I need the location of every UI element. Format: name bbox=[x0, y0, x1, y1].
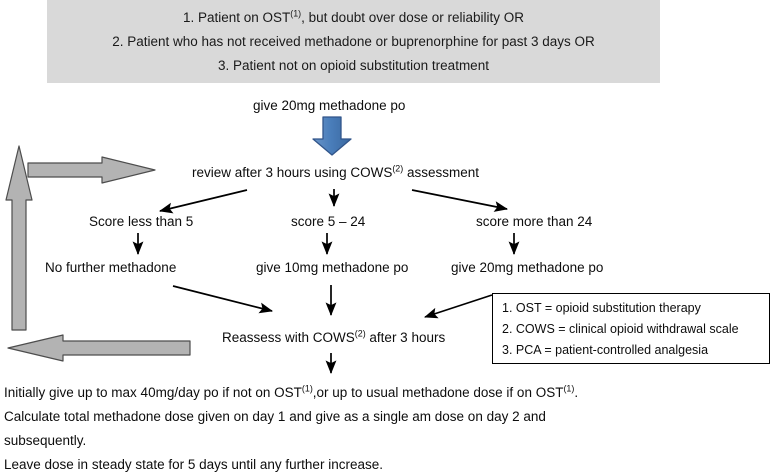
action-to-reassess-connectors bbox=[172, 285, 493, 319]
node-reassess-text: Reassess with COWS bbox=[222, 330, 355, 345]
score-to-action-connectors bbox=[132, 233, 520, 256]
legend-item-ost: 1. OST = opioid substitution therapy bbox=[502, 301, 701, 315]
guidance-line-1-sup-1: (1) bbox=[301, 383, 313, 394]
guidance-line-4: Leave dose in steady state for 5 days un… bbox=[4, 457, 383, 472]
guidance-line-1-b: ,or up to usual methadone dose if on OST bbox=[312, 385, 564, 400]
criteria-line-1: 1. Patient on OST(1), but doubt over dos… bbox=[47, 6, 660, 30]
feedback-loop-left-arrow bbox=[5, 145, 33, 331]
guidance-line-1-a: Initially give up to max 40mg/day po if … bbox=[4, 385, 302, 400]
feedback-loop-top-arrow bbox=[27, 156, 156, 184]
criteria-line-1-superscript: (1) bbox=[290, 8, 302, 19]
criteria-line-1-pre: 1. Patient on OST bbox=[182, 10, 291, 25]
criteria-line-2: 2. Patient who has not received methadon… bbox=[112, 34, 595, 49]
node-score-5-to-24: score 5 – 24 bbox=[291, 214, 366, 229]
node-reassess-text-post: after 3 hours bbox=[365, 330, 446, 345]
node-review-text-post: assessment bbox=[403, 165, 479, 180]
dosing-guidance-notes: Initially give up to max 40mg/day po if … bbox=[4, 381, 778, 472]
feedback-loop-bottom-arrow bbox=[7, 334, 191, 362]
guidance-line-1-c: . bbox=[574, 385, 579, 400]
node-score-more-than-24: score more than 24 bbox=[476, 214, 593, 229]
criteria-line-1-post: , but doubt over dose or reliability OR bbox=[301, 10, 525, 25]
main-flow-blue-arrow bbox=[312, 116, 352, 156]
node-give-20mg-methadone: give 20mg methadone po bbox=[451, 260, 604, 275]
node-review-after-3-hours: review after 3 hours using COWS(2) asses… bbox=[192, 163, 479, 181]
guidance-line-1-sup-2: (1) bbox=[563, 383, 575, 394]
abbreviations-legend-box: 1. OST = opioid substitution therapy 2. … bbox=[492, 293, 770, 364]
node-no-further-methadone: No further methadone bbox=[45, 260, 177, 275]
guidance-line-1: Initially give up to max 40mg/day po if … bbox=[4, 381, 778, 405]
guidance-line-2: Calculate total methadone dose given on … bbox=[4, 409, 546, 424]
node-review-text: review after 3 hours using COWS bbox=[192, 165, 393, 180]
branch-connectors bbox=[159, 189, 509, 214]
node-reassess-with-cows: Reassess with COWS(2) after 3 hours bbox=[222, 328, 446, 346]
node-reassess-superscript: (2) bbox=[354, 328, 366, 339]
legend-item-pca: 3. PCA = patient-controlled analgesia bbox=[502, 343, 709, 357]
node-review-superscript: (2) bbox=[392, 163, 404, 174]
node-give-20mg-initial: give 20mg methadone po bbox=[253, 98, 406, 113]
guidance-line-3: subsequently. bbox=[4, 433, 87, 448]
node-give-10mg-methadone: give 10mg methadone po bbox=[256, 260, 409, 275]
criteria-line-3: 3. Patient not on opioid substitution tr… bbox=[218, 58, 489, 73]
legend-item-cows: 2. COWS = clinical opioid withdrawal sca… bbox=[502, 322, 739, 336]
node-score-less-than-5: Score less than 5 bbox=[89, 214, 194, 229]
inclusion-criteria-panel: 1. Patient on OST(1), but doubt over dos… bbox=[47, 0, 660, 83]
